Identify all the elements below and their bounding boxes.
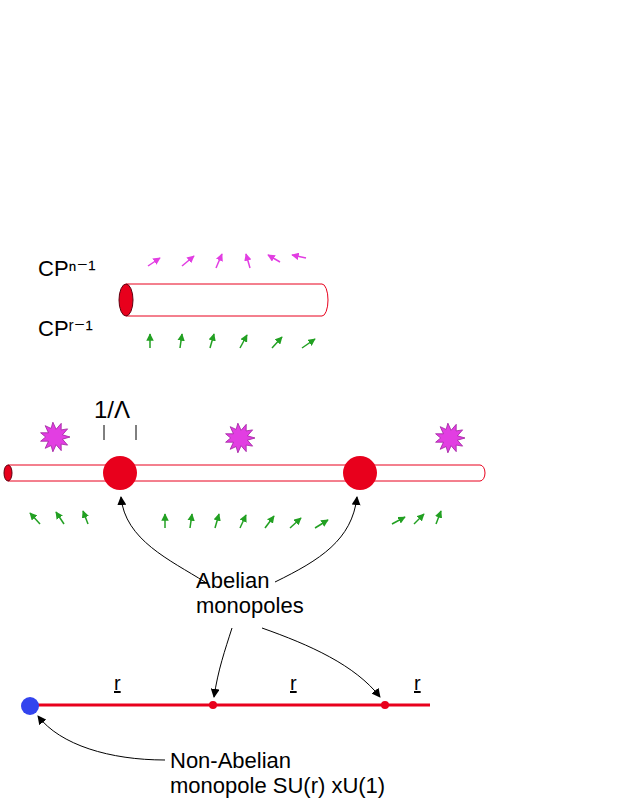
- tube-end: [4, 465, 12, 481]
- space-label: CPʳ⁻¹: [38, 316, 93, 341]
- orientation-arrow: [210, 334, 214, 348]
- non-abelian-monopole-dot: [21, 697, 39, 715]
- string-tube: [8, 465, 485, 481]
- representation-label: r: [414, 672, 421, 695]
- fluctuation-burst: [436, 423, 465, 453]
- orientation-arrow: [315, 520, 328, 528]
- orientation-arrow: [240, 335, 247, 348]
- orientation-arrow: [268, 255, 280, 262]
- orientation-arrow: [148, 258, 160, 266]
- callout-label: Abelian monopoles: [196, 568, 314, 619]
- orientation-arrow: [164, 514, 166, 528]
- orientation-arrow: [414, 514, 424, 524]
- orientation-arrow: [302, 339, 315, 348]
- callout-arrow: [38, 716, 165, 760]
- orientation-arrows: [148, 254, 306, 268]
- size-tick: [136, 425, 137, 440]
- orientation-arrow: [436, 511, 441, 524]
- representation-label: r: [114, 672, 121, 695]
- orientation-arrow: [149, 334, 151, 348]
- orientation-arrow: [190, 514, 192, 528]
- abelian-monopole-dot: [209, 701, 217, 709]
- orientation-arrow: [392, 517, 405, 524]
- monopole-bead: [103, 456, 137, 490]
- string-tube: [126, 284, 328, 316]
- string-line: [30, 704, 430, 707]
- orientation-arrow: [56, 512, 64, 524]
- callout-arrow: [214, 628, 232, 697]
- orientation-arrows: [30, 511, 441, 528]
- callout-label: Non-Abelian monopole SU(r) xU(1): [170, 748, 389, 799]
- orientation-arrow: [180, 334, 182, 348]
- tube-end: [119, 284, 133, 316]
- orientation-arrow: [292, 255, 306, 258]
- orientation-arrow: [265, 516, 274, 528]
- orientation-arrow: [182, 256, 194, 266]
- orientation-arrow: [216, 254, 222, 268]
- orientation-arrow: [215, 514, 219, 528]
- monopole-bead: [343, 456, 377, 490]
- callout-arrow: [275, 497, 357, 582]
- orientation-arrows: [150, 334, 315, 348]
- fluctuation-burst: [41, 422, 70, 452]
- space-label: CPⁿ⁻¹: [38, 256, 96, 281]
- fluctuation-bursts: [41, 422, 465, 453]
- fluctuation-burst: [226, 423, 255, 453]
- abelian-monopole-dot: [381, 701, 389, 709]
- orientation-arrow: [30, 513, 40, 524]
- callout-arrow: [262, 628, 380, 697]
- representation-label: r: [290, 672, 297, 695]
- orientation-arrow: [83, 511, 88, 524]
- orientation-arrow: [290, 518, 301, 528]
- size-tick: [104, 425, 105, 440]
- orientation-arrow: [246, 254, 250, 268]
- callout-arrow: [121, 497, 205, 582]
- orientation-arrow: [240, 515, 246, 528]
- orientation-arrow: [272, 337, 282, 348]
- size-label: 1/Λ: [94, 396, 130, 424]
